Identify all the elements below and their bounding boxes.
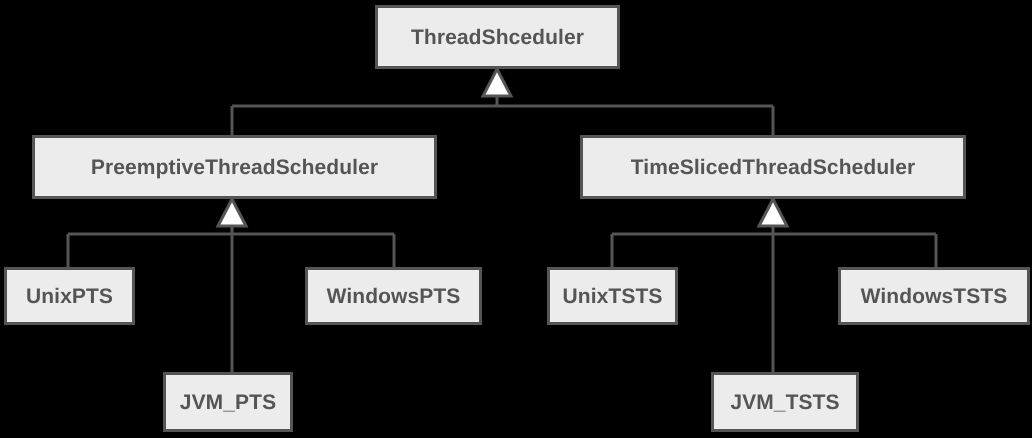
class-box-thread-shceduler[interactable]: ThreadShceduler [375, 5, 620, 69]
class-name-windows-tsts: WindowsTSTS [860, 284, 1008, 308]
class-box-preemptive-thread-scheduler[interactable]: PreemptiveThreadScheduler [32, 135, 437, 199]
class-name-unix-tsts: UnixTSTS [562, 284, 663, 308]
class-box-windows-pts[interactable]: WindowsPTS [305, 267, 482, 325]
class-name-windows-pts: WindowsPTS [326, 284, 461, 308]
class-box-windows-tsts[interactable]: WindowsTSTS [838, 267, 1030, 325]
class-name-time-sliced-thread-scheduler: TimeSlicedThreadScheduler [630, 155, 916, 179]
generalization-arrowhead-root [480, 65, 514, 98]
generalization-arrowhead-timesliced [756, 195, 790, 228]
generalization-arrowhead-preemptive [215, 195, 249, 228]
class-box-unix-tsts[interactable]: UnixTSTS [547, 267, 678, 325]
class-box-jvm-pts[interactable]: JVM_PTS [163, 372, 293, 432]
class-name-jvm-pts: JVM_PTS [179, 390, 277, 414]
class-name-thread-shceduler: ThreadShceduler [410, 25, 585, 49]
class-name-jvm-tsts: JVM_TSTS [730, 390, 840, 414]
class-box-jvm-tsts[interactable]: JVM_TSTS [711, 372, 859, 432]
edge-group-root [230, 65, 775, 135]
class-box-time-sliced-thread-scheduler[interactable]: TimeSlicedThreadScheduler [580, 135, 966, 199]
class-box-unix-pts[interactable]: UnixPTS [4, 267, 135, 325]
class-name-preemptive-thread-scheduler: PreemptiveThreadScheduler [90, 155, 379, 179]
class-name-unix-pts: UnixPTS [25, 284, 114, 308]
